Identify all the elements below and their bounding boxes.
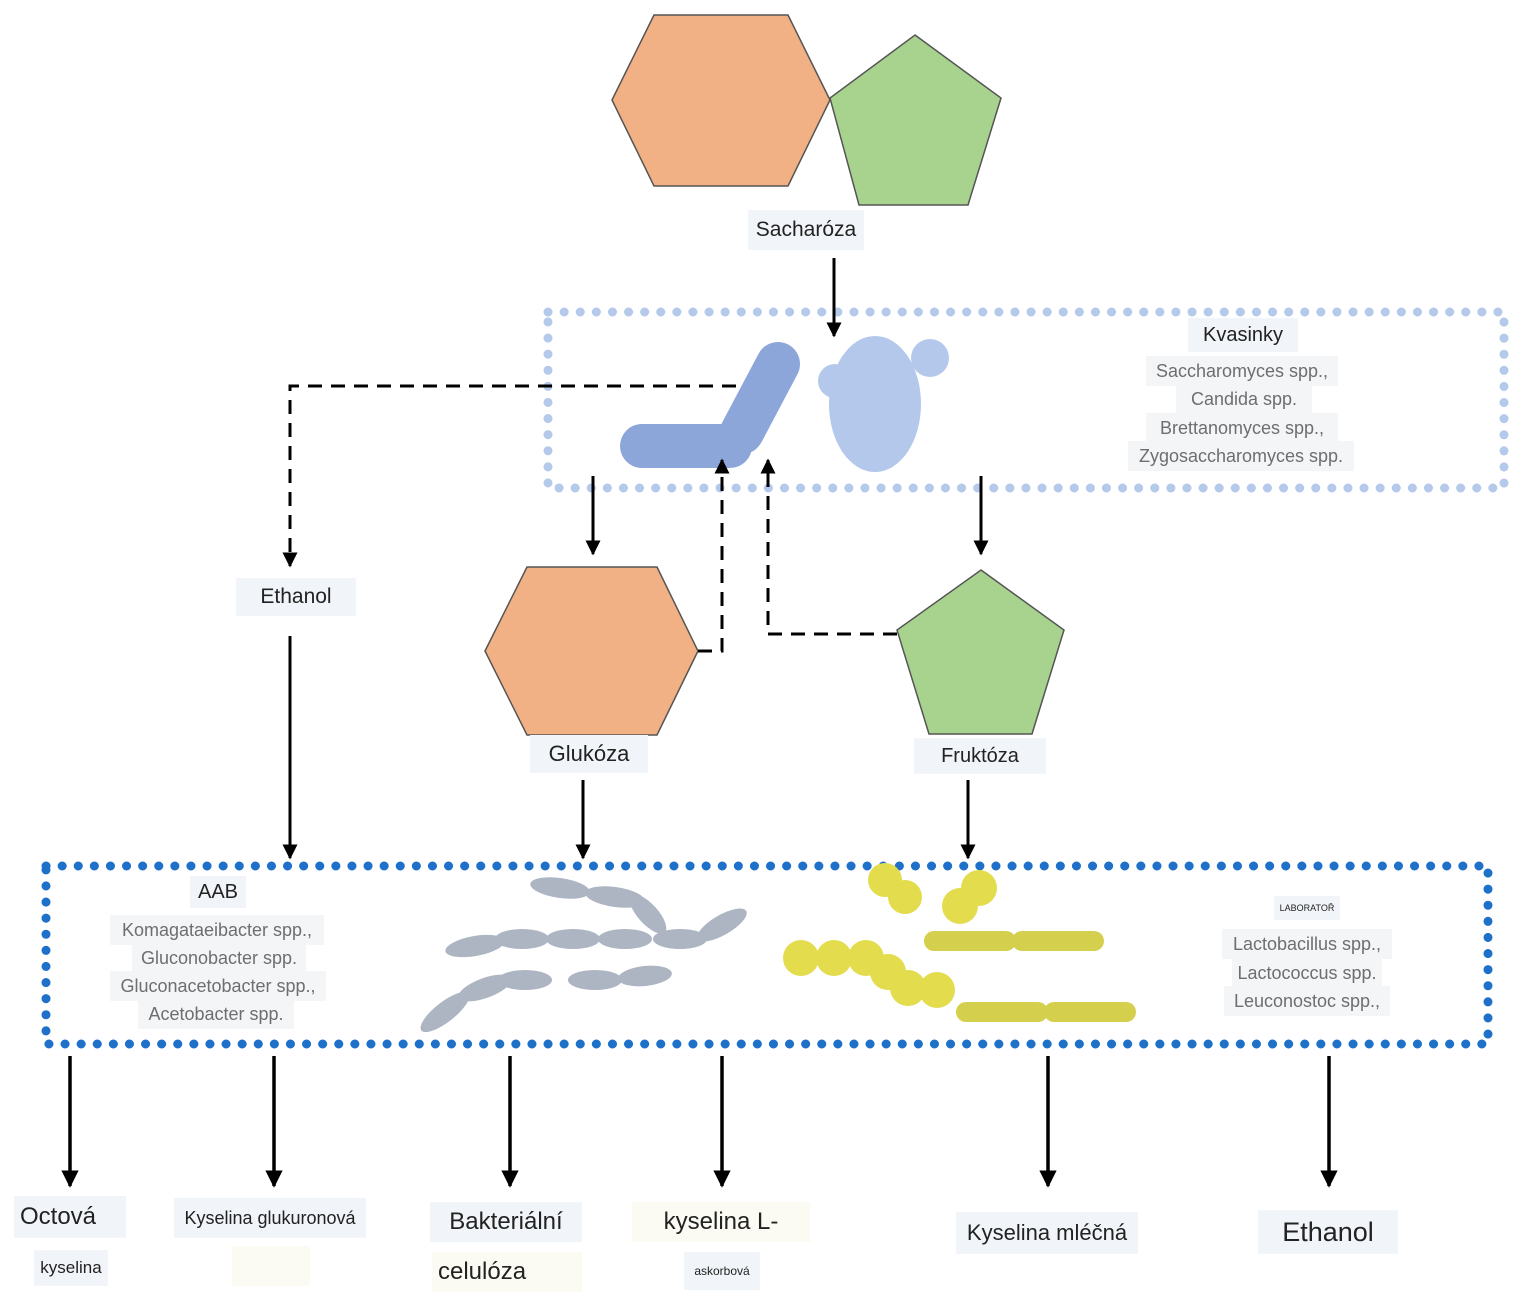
acetic-acid-line2: kyselina	[34, 1250, 108, 1286]
yeast-species-3: Brettanomyces spp.,	[1146, 413, 1338, 443]
yeast-title: Kvasinky	[1188, 318, 1298, 352]
glucuronic-blank	[232, 1246, 310, 1286]
ascorbic-acid-line2: askorbová	[684, 1252, 760, 1290]
lab-species-3: Leuconostoc spp.,	[1224, 986, 1390, 1016]
aab-title: AAB	[190, 876, 246, 908]
dashed-arrow-fructose-to-yeast	[760, 458, 897, 636]
yeast-species-4: Zygosaccharomyces spp.	[1128, 441, 1354, 471]
lab-cocci-bacteria	[783, 863, 997, 1008]
sucrose-glucose-hexagon	[611, 14, 831, 187]
dashed-arrow-glucose-to-yeast	[698, 458, 730, 653]
dashed-arrow-yeast-to-ethanol	[282, 384, 736, 568]
fructose-label: Fruktóza	[914, 738, 1046, 774]
aab-species-1: Komagataeibacter spp.,	[110, 915, 324, 945]
cellulose-line1: Bakteriální	[430, 1202, 582, 1242]
aab-species-4: Acetobacter spp.	[138, 999, 294, 1029]
ascorbic-acid-line1: kyselina L-	[632, 1202, 810, 1242]
lab-title: LABORATOŘ	[1274, 896, 1340, 920]
yeast-rod-cell	[620, 342, 800, 468]
glucuronic-acid-label: Kyselina glukuronová	[174, 1198, 366, 1238]
ethanol-mid-label: Ethanol	[236, 578, 356, 616]
aab-rod-bacteria	[420, 877, 747, 1033]
aab-species-3: Gluconacetobacter spp.,	[110, 971, 326, 1001]
cellulose-line2: celulóza	[432, 1252, 582, 1292]
fructose-pentagon	[896, 569, 1065, 735]
aab-species-2: Gluconobacter spp.	[132, 943, 306, 973]
yeast-box	[543, 307, 1509, 493]
budding-yeast-cell	[818, 336, 949, 472]
glucose-hexagon	[484, 566, 699, 736]
lab-rod-bacteria	[924, 931, 1136, 1022]
glucose-label: Glukóza	[530, 735, 648, 773]
yeast-species-1: Saccharomyces spp.,	[1146, 356, 1338, 386]
acetic-acid-line1: Octová	[14, 1196, 126, 1238]
lab-species-2: Lactococcus spp.	[1232, 958, 1382, 988]
sucrose-fructose-pentagon	[829, 34, 1002, 206]
bacteria-box	[41, 861, 1493, 1049]
ethanol-product-label: Ethanol	[1258, 1210, 1398, 1254]
yeast-species-2: Candida spp.	[1176, 385, 1312, 413]
lactic-acid-label: Kyselina mléčná	[956, 1212, 1138, 1254]
lab-species-1: Lactobacillus spp.,	[1222, 929, 1392, 959]
sucrose-label: Sacharóza	[748, 210, 864, 250]
